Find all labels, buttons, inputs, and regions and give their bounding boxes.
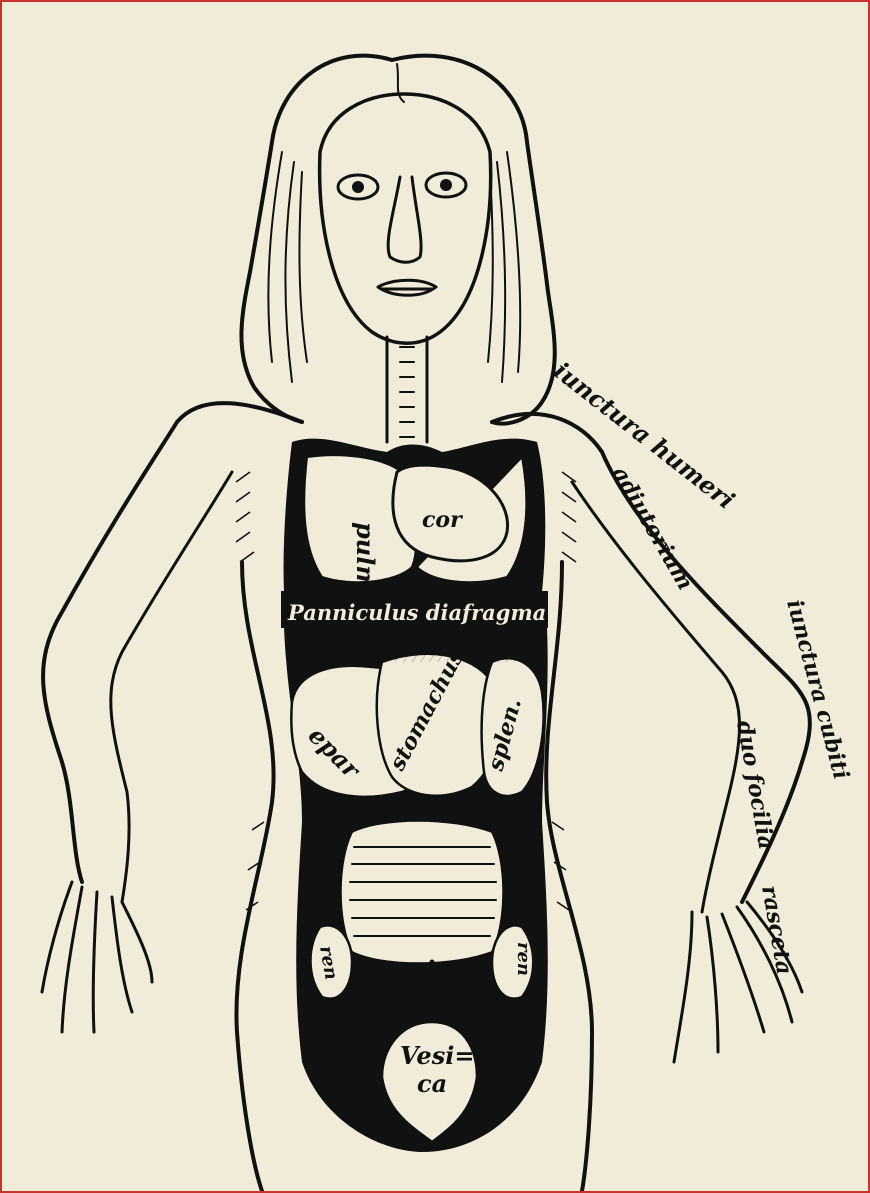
neck (387, 337, 427, 442)
label-rasceta: rasceta (756, 884, 797, 977)
left-pupil (352, 181, 364, 193)
hair-strands (268, 64, 520, 382)
hair-outline (241, 56, 554, 424)
intestines (341, 821, 504, 964)
ureter (430, 962, 432, 1022)
label-vesica-line1: Vesi= (400, 1041, 474, 1070)
abdomen-hatching (302, 632, 542, 662)
label-duo-focilia: duo focilia (731, 719, 779, 852)
mouth (378, 280, 436, 295)
left-hand (42, 882, 152, 1032)
face-outline (320, 94, 491, 343)
trachea (400, 347, 414, 437)
nose (388, 177, 421, 262)
arm-inner-left (111, 472, 232, 902)
label-vesica-line2: ca (417, 1069, 447, 1098)
label-ren-right: ren (513, 942, 534, 976)
label-iunctura-cubiti: iunctura cubiti (781, 597, 854, 782)
label-pulmo: pulmo (351, 522, 380, 607)
label-cor: cor (422, 507, 463, 533)
label-diaphragm: Panniculus diafragma (287, 600, 546, 625)
right-pupil (440, 179, 452, 191)
